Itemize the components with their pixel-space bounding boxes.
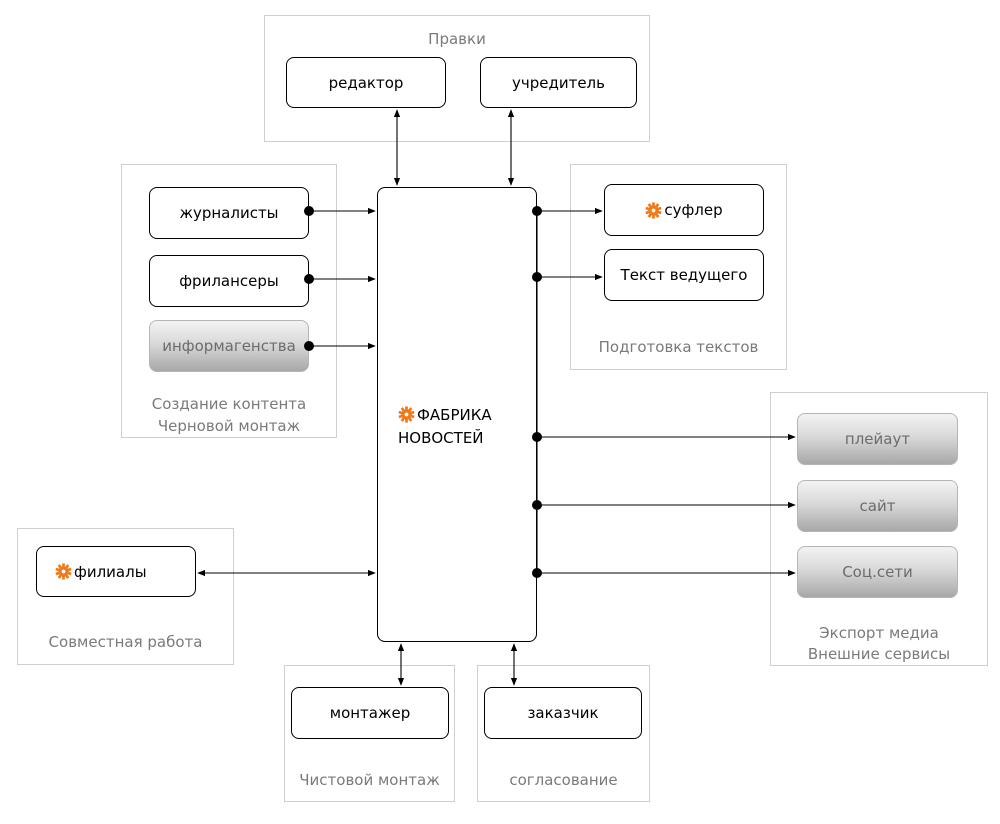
junction-dot (532, 272, 542, 282)
site-label: сайт (859, 497, 896, 515)
social-node[interactable]: Соц.сети (797, 546, 958, 598)
hub-title-line2: НОВОСТЕЙ (398, 429, 484, 447)
prompter-node[interactable]: суфлер (604, 184, 764, 236)
branches-node[interactable]: филиалы (36, 546, 196, 597)
customer-label: заказчик (527, 704, 599, 722)
customer-node[interactable]: заказчик (484, 687, 642, 739)
playout-node[interactable]: плейаут (797, 413, 958, 465)
agencies-label: информагенства (162, 337, 296, 355)
freelancers-node[interactable]: фрилансеры (149, 255, 309, 307)
junction-dot (304, 274, 314, 284)
journalists-node[interactable]: журналисты (149, 187, 309, 239)
montage-label: монтажер (329, 704, 411, 722)
site-node[interactable]: сайт (797, 480, 958, 532)
group-label-edits: Правки (428, 30, 486, 48)
founder-label: учредитель (511, 73, 605, 92)
hub-title-line1: ФАБРИКА (417, 406, 492, 424)
group-label-content-1: Создание контента (151, 395, 307, 413)
host-text-label: Текст ведущего (620, 266, 748, 284)
editor-node[interactable]: редактор (286, 57, 446, 108)
gear-icon (398, 406, 415, 423)
founder-node[interactable]: учредитель (480, 57, 637, 108)
junction-dot (304, 341, 314, 351)
social-label: Соц.сети (842, 563, 913, 581)
junction-dot (532, 432, 542, 442)
group-label-content-2: Черновой монтаж (157, 417, 301, 435)
group-label-texts: Подготовка текстов (598, 338, 759, 356)
junction-dot (532, 568, 542, 578)
gear-icon (55, 563, 72, 580)
group-label-approval: согласование (509, 771, 618, 789)
branches-label: филиалы (74, 562, 147, 581)
montage-node[interactable]: монтажер (291, 687, 449, 739)
group-label-export-1: Экспорт медиа (819, 624, 939, 642)
junction-dot (304, 206, 314, 216)
prompter-label: суфлер (664, 201, 723, 219)
group-label-final-edit: Чистовой монтаж (299, 771, 440, 789)
junction-dot (532, 206, 542, 216)
host-text-node[interactable]: Текст ведущего (604, 249, 764, 301)
group-label-export-2: Внешние сервисы (807, 645, 951, 663)
playout-label: плейаут (844, 430, 911, 448)
editor-label: редактор (328, 73, 404, 92)
news-factory-hub[interactable]: ФАБРИКА НОВОСТЕЙ (377, 187, 537, 642)
freelancers-label: фрилансеры (179, 272, 279, 290)
junction-dot (532, 500, 542, 510)
agencies-node[interactable]: информагенства (149, 320, 309, 372)
journalists-label: журналисты (179, 204, 279, 222)
group-label-cooperation: Совместная работа (48, 633, 203, 651)
gear-icon (645, 201, 662, 219)
hub-title: ФАБРИКА НОВОСТЕЙ (398, 404, 492, 450)
